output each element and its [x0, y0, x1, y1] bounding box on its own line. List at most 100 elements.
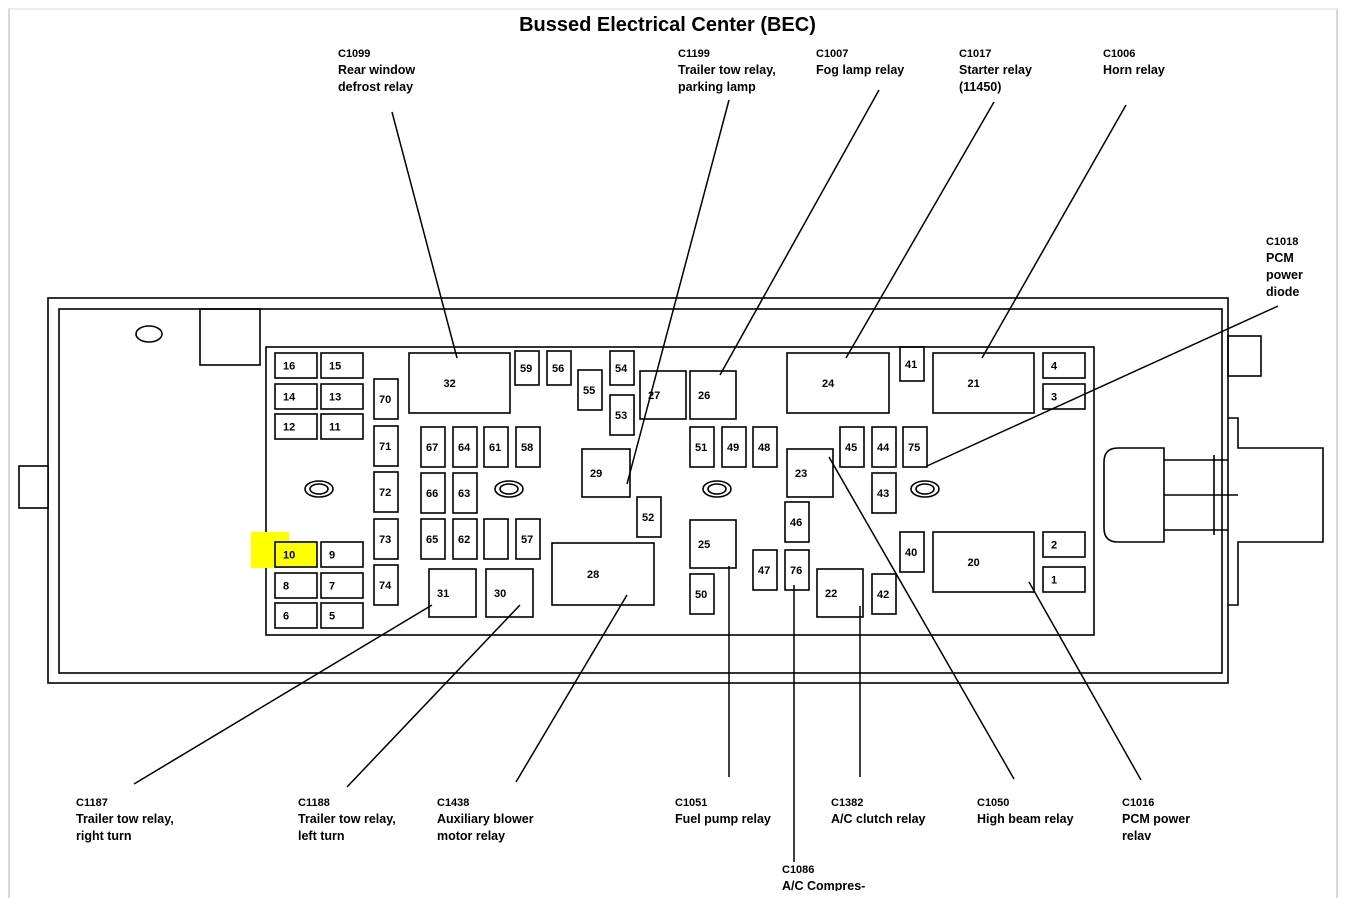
- fuse-76-label: 76: [790, 565, 802, 577]
- fuse-48: 48: [752, 426, 778, 468]
- fuse-6-label: 6: [283, 611, 289, 623]
- callout-text-c1099: defrost relay: [338, 80, 413, 94]
- fuse-2: 2: [1042, 531, 1086, 558]
- fuse-56-outline: [546, 350, 572, 386]
- fuse-54-outline: [609, 350, 635, 386]
- fuse-57: 57: [515, 518, 541, 560]
- fuse-10: 10: [274, 541, 318, 568]
- fuse-71-outline: [373, 425, 399, 467]
- fuse-49: 49: [721, 426, 747, 468]
- callout-text-c1187: Trailer tow relay,: [76, 812, 174, 826]
- leader-line-c1018: [926, 305, 1279, 467]
- fuse-54-label: 54: [615, 363, 628, 375]
- callout-code-c1007: C1007: [816, 48, 848, 60]
- fuse-43: 43: [871, 472, 897, 514]
- fuse-3-outline: [1042, 383, 1086, 410]
- fuse-29-label: 29: [590, 468, 602, 480]
- fuse-72: 72: [373, 471, 399, 513]
- leader-line-c1199: [626, 99, 730, 485]
- fuse-5: 5: [320, 602, 364, 629]
- fuse-41: 41: [899, 346, 925, 382]
- callout-code-c1099: C1099: [338, 48, 370, 60]
- callout-text-c1018: PCM: [1266, 251, 1294, 265]
- fuse-70-outline: [373, 378, 399, 420]
- fuse-45-label: 45: [845, 442, 857, 454]
- panel-stud-inner: [915, 483, 935, 495]
- page-frame: [8, 8, 1338, 898]
- mount-hole: [135, 325, 163, 343]
- fuse-7: 7: [320, 572, 364, 599]
- fuse-32-label: 32: [444, 378, 456, 390]
- right-connector-detail: [1164, 455, 1238, 535]
- fuse-28-label: 28: [587, 569, 599, 581]
- callout-text-c1017: (11450): [959, 80, 1001, 94]
- fuse-9-label: 9: [329, 550, 335, 562]
- fuse-14-label: 14: [283, 392, 296, 404]
- fuse-41-label: 41: [905, 359, 917, 371]
- fuse-15-outline: [320, 352, 364, 379]
- fuse-8: 8: [274, 572, 318, 599]
- fuse-74: 74: [373, 564, 399, 606]
- fuse-74-outline: [373, 564, 399, 606]
- fuse-56: 56: [546, 350, 572, 386]
- leader-line-c1007: [719, 89, 880, 376]
- fuse-44-label: 44: [877, 442, 890, 454]
- fuse-1-outline: [1042, 566, 1086, 593]
- callout-code-c1018: C1018: [1266, 236, 1298, 248]
- callout-code-c1051: C1051: [675, 797, 707, 809]
- fuse-58: 58: [515, 426, 541, 468]
- fuse-28-outline: [551, 542, 655, 606]
- panel-stud: [702, 480, 732, 498]
- fuse-20-label: 20: [968, 557, 980, 569]
- fuse-24-label: 24: [822, 378, 835, 390]
- fuse-46: 46: [784, 501, 810, 543]
- fuse-58-outline: [515, 426, 541, 468]
- callout-code-c1050: C1050: [977, 797, 1009, 809]
- fuse-71: 71: [373, 425, 399, 467]
- fuse-46-label: 46: [790, 517, 802, 529]
- left-mount-tab: [18, 465, 49, 509]
- right-connector-plug: [1103, 447, 1165, 543]
- fuse-61-label: 61: [489, 442, 501, 454]
- fuse-47: 47: [752, 549, 778, 591]
- fuse-50: 50: [689, 573, 715, 615]
- callout-code-c1199: C1199: [678, 48, 710, 60]
- fuse-53: 53: [609, 394, 635, 436]
- fuse-47-outline: [752, 549, 778, 591]
- callout-text-c1187: right turn: [76, 829, 132, 843]
- panel-stud-inner: [707, 483, 727, 495]
- fuse-53-outline: [609, 394, 635, 436]
- fuse-7-label: 7: [329, 581, 335, 593]
- fuse-75: 75: [902, 426, 928, 468]
- fuse-51-outline: [689, 426, 715, 468]
- fuse-21-outline: [932, 352, 1035, 414]
- callout-text-c1188: Trailer tow relay,: [298, 812, 396, 826]
- fuse-65: 65: [420, 518, 446, 560]
- fuse-45-outline: [839, 426, 865, 468]
- fuse-2-label: 2: [1051, 540, 1057, 552]
- fuse-30: 30: [485, 568, 534, 618]
- fuse-15: 15: [320, 352, 364, 379]
- leader-line-c1187: [133, 604, 433, 785]
- fuse-42-label: 42: [877, 589, 889, 601]
- fuse-63: 63: [452, 472, 478, 514]
- fuse-13: 13: [320, 383, 364, 410]
- fuse-52: 52: [636, 496, 662, 538]
- diagram-title: Bussed Electrical Center (BEC): [519, 14, 816, 36]
- fuse-52-outline: [636, 496, 662, 538]
- fuse-20: 20: [932, 531, 1035, 593]
- panel-stud: [494, 480, 524, 498]
- callout-text-c1438: Auxiliary blower: [437, 812, 534, 826]
- fuse-14-outline: [274, 383, 318, 410]
- fuse-11-outline: [320, 413, 364, 440]
- fuse-10-outline: [274, 541, 318, 568]
- fuse-54: 54: [609, 350, 635, 386]
- callout-code-c1438: C1438: [437, 797, 469, 809]
- callout-text-c1199: Trailer tow relay,: [678, 63, 776, 77]
- fuse-42: 42: [871, 573, 897, 615]
